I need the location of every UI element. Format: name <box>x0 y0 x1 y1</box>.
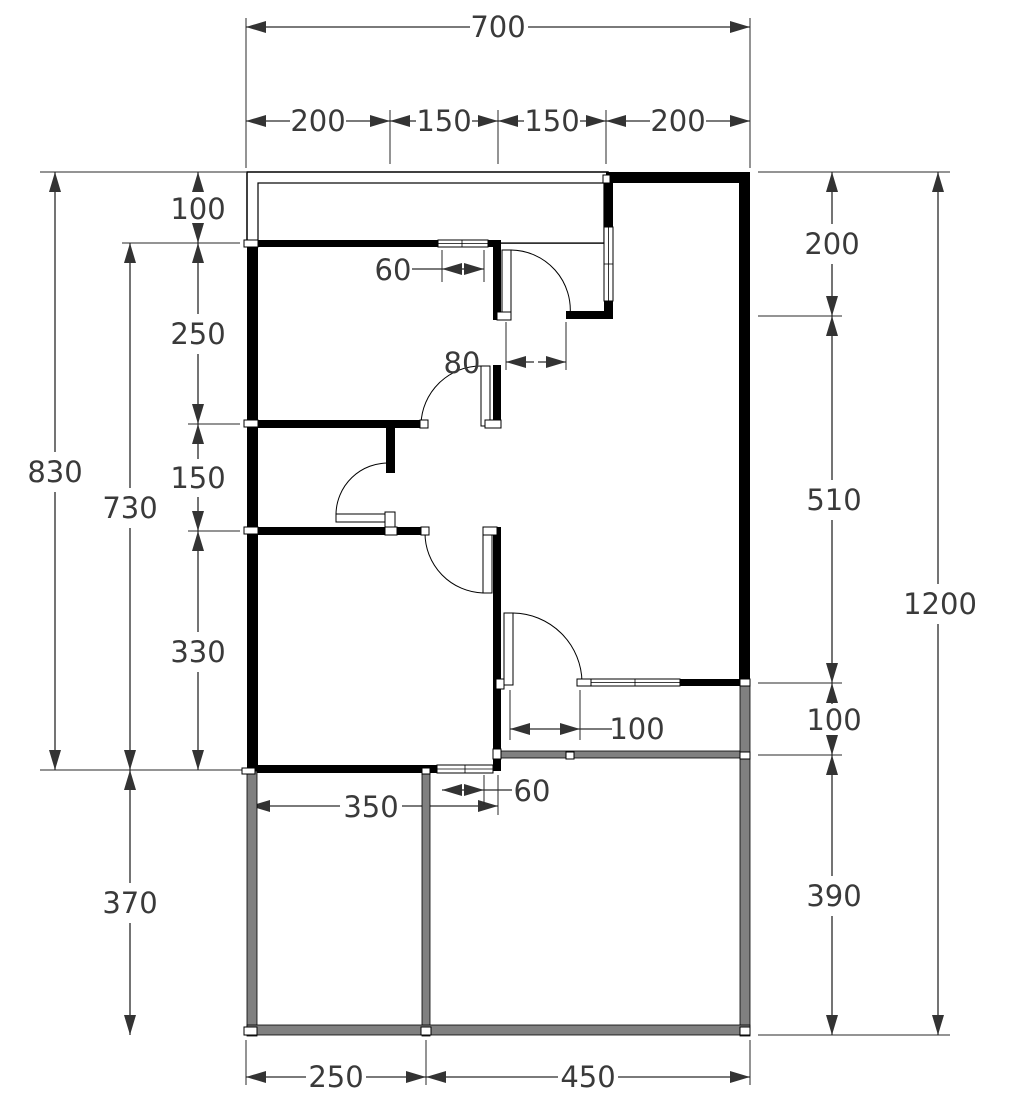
window-bedroom1-top <box>437 239 489 248</box>
door-living-rear <box>492 612 592 760</box>
dim-door-100: 100 <box>609 712 664 746</box>
dim-left-main: 730 <box>102 491 157 525</box>
garage-divider-wall <box>421 770 431 1037</box>
dimension-lines <box>49 21 944 1083</box>
dim-left-seg-2: 250 <box>170 317 225 351</box>
terrace-right-wall <box>739 683 751 1037</box>
door-bedroom2 <box>420 526 498 594</box>
door-bathroom <box>335 462 398 536</box>
door-bedroom1 <box>419 365 502 429</box>
dim-top-seg-1: 200 <box>290 104 345 138</box>
dim-top-seg-2: 150 <box>416 104 471 138</box>
dim-left-overall: 830 <box>27 455 82 489</box>
bedroom1-right-wall-upper <box>493 240 501 320</box>
bedroom2-right-wall <box>493 527 501 771</box>
doors <box>335 249 592 760</box>
dim-top-overall: 700 <box>470 10 525 44</box>
dim-door-80: 80 <box>444 346 481 380</box>
bottom-wall <box>246 1024 751 1036</box>
window-living-bottom <box>589 678 681 687</box>
dim-bottom-seg-1: 250 <box>308 1060 363 1094</box>
dim-window-bottom: 60 <box>514 774 551 808</box>
dimension-labels: 700 200 150 150 200 830 730 370 100 250 … <box>27 10 977 1094</box>
dim-right-seg-4: 390 <box>806 879 861 913</box>
bedroom1-right-wall-lower <box>493 365 501 428</box>
right-wall <box>739 172 750 685</box>
dim-left-seg-3: 150 <box>170 461 225 495</box>
bedroom2-bottom-wall <box>247 765 437 773</box>
dim-left-seg-4: 330 <box>170 635 225 669</box>
dim-top-seg-4: 200 <box>650 104 705 138</box>
garage-left-wall <box>246 770 258 1037</box>
bedroom1-top-wall <box>247 240 438 247</box>
dim-left-seg-1: 100 <box>170 192 225 226</box>
dim-room-350: 350 <box>343 790 398 824</box>
inner-wall-stub <box>566 311 613 319</box>
window-hall-right <box>602 174 614 302</box>
terrace-top-wall <box>497 750 750 759</box>
dim-right-seg-1: 200 <box>804 227 859 261</box>
walls <box>241 171 751 1037</box>
window-bedroom2-bottom <box>436 764 494 774</box>
bath-right-wall <box>386 423 395 473</box>
dim-right-seg-3: 100 <box>806 703 861 737</box>
bath-bottom-wall <box>247 527 427 535</box>
top-wall-right <box>606 172 750 183</box>
dim-top-seg-3: 150 <box>524 104 579 138</box>
dim-left-lower: 370 <box>102 886 157 920</box>
dim-window-top: 60 <box>375 253 412 287</box>
left-wall <box>247 240 258 772</box>
bedroom1-bottom-wall <box>247 420 425 428</box>
windows <box>436 174 681 774</box>
dim-right-overall: 1200 <box>903 587 977 621</box>
wall-stub-right <box>680 679 750 686</box>
door-main-entry <box>496 249 571 321</box>
dim-right-seg-2: 510 <box>806 483 861 517</box>
dim-bottom-seg-2: 450 <box>560 1060 615 1094</box>
